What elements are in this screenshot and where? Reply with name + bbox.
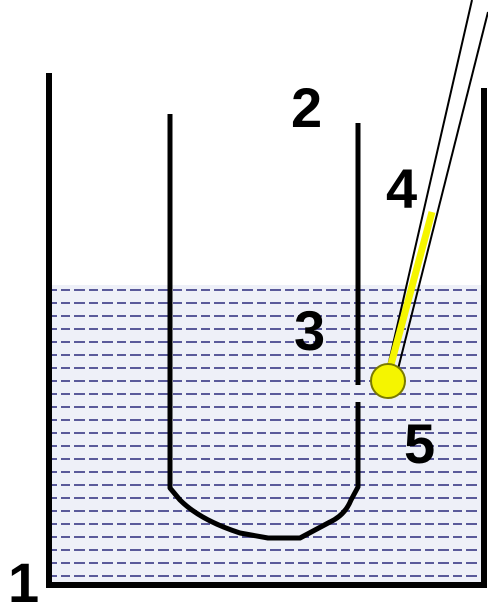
label-liquid-inside-tube: 3 (294, 299, 325, 362)
label-indicator-rod: 4 (386, 157, 417, 220)
inner-tube (167, 114, 361, 541)
indicator-rod-fill (385, 211, 436, 373)
indicator-rod-outer-left (385, 0, 473, 376)
indicator-bulb (370, 363, 406, 399)
label-inner-tube: 2 (291, 76, 322, 139)
outer-vessel (46, 73, 487, 588)
indicator-rod-outer-right (395, 11, 488, 378)
label-liquid-outside-tube: 5 (404, 412, 435, 475)
label-outer-vessel: 1 (8, 551, 39, 609)
liquid-region (50, 285, 482, 585)
